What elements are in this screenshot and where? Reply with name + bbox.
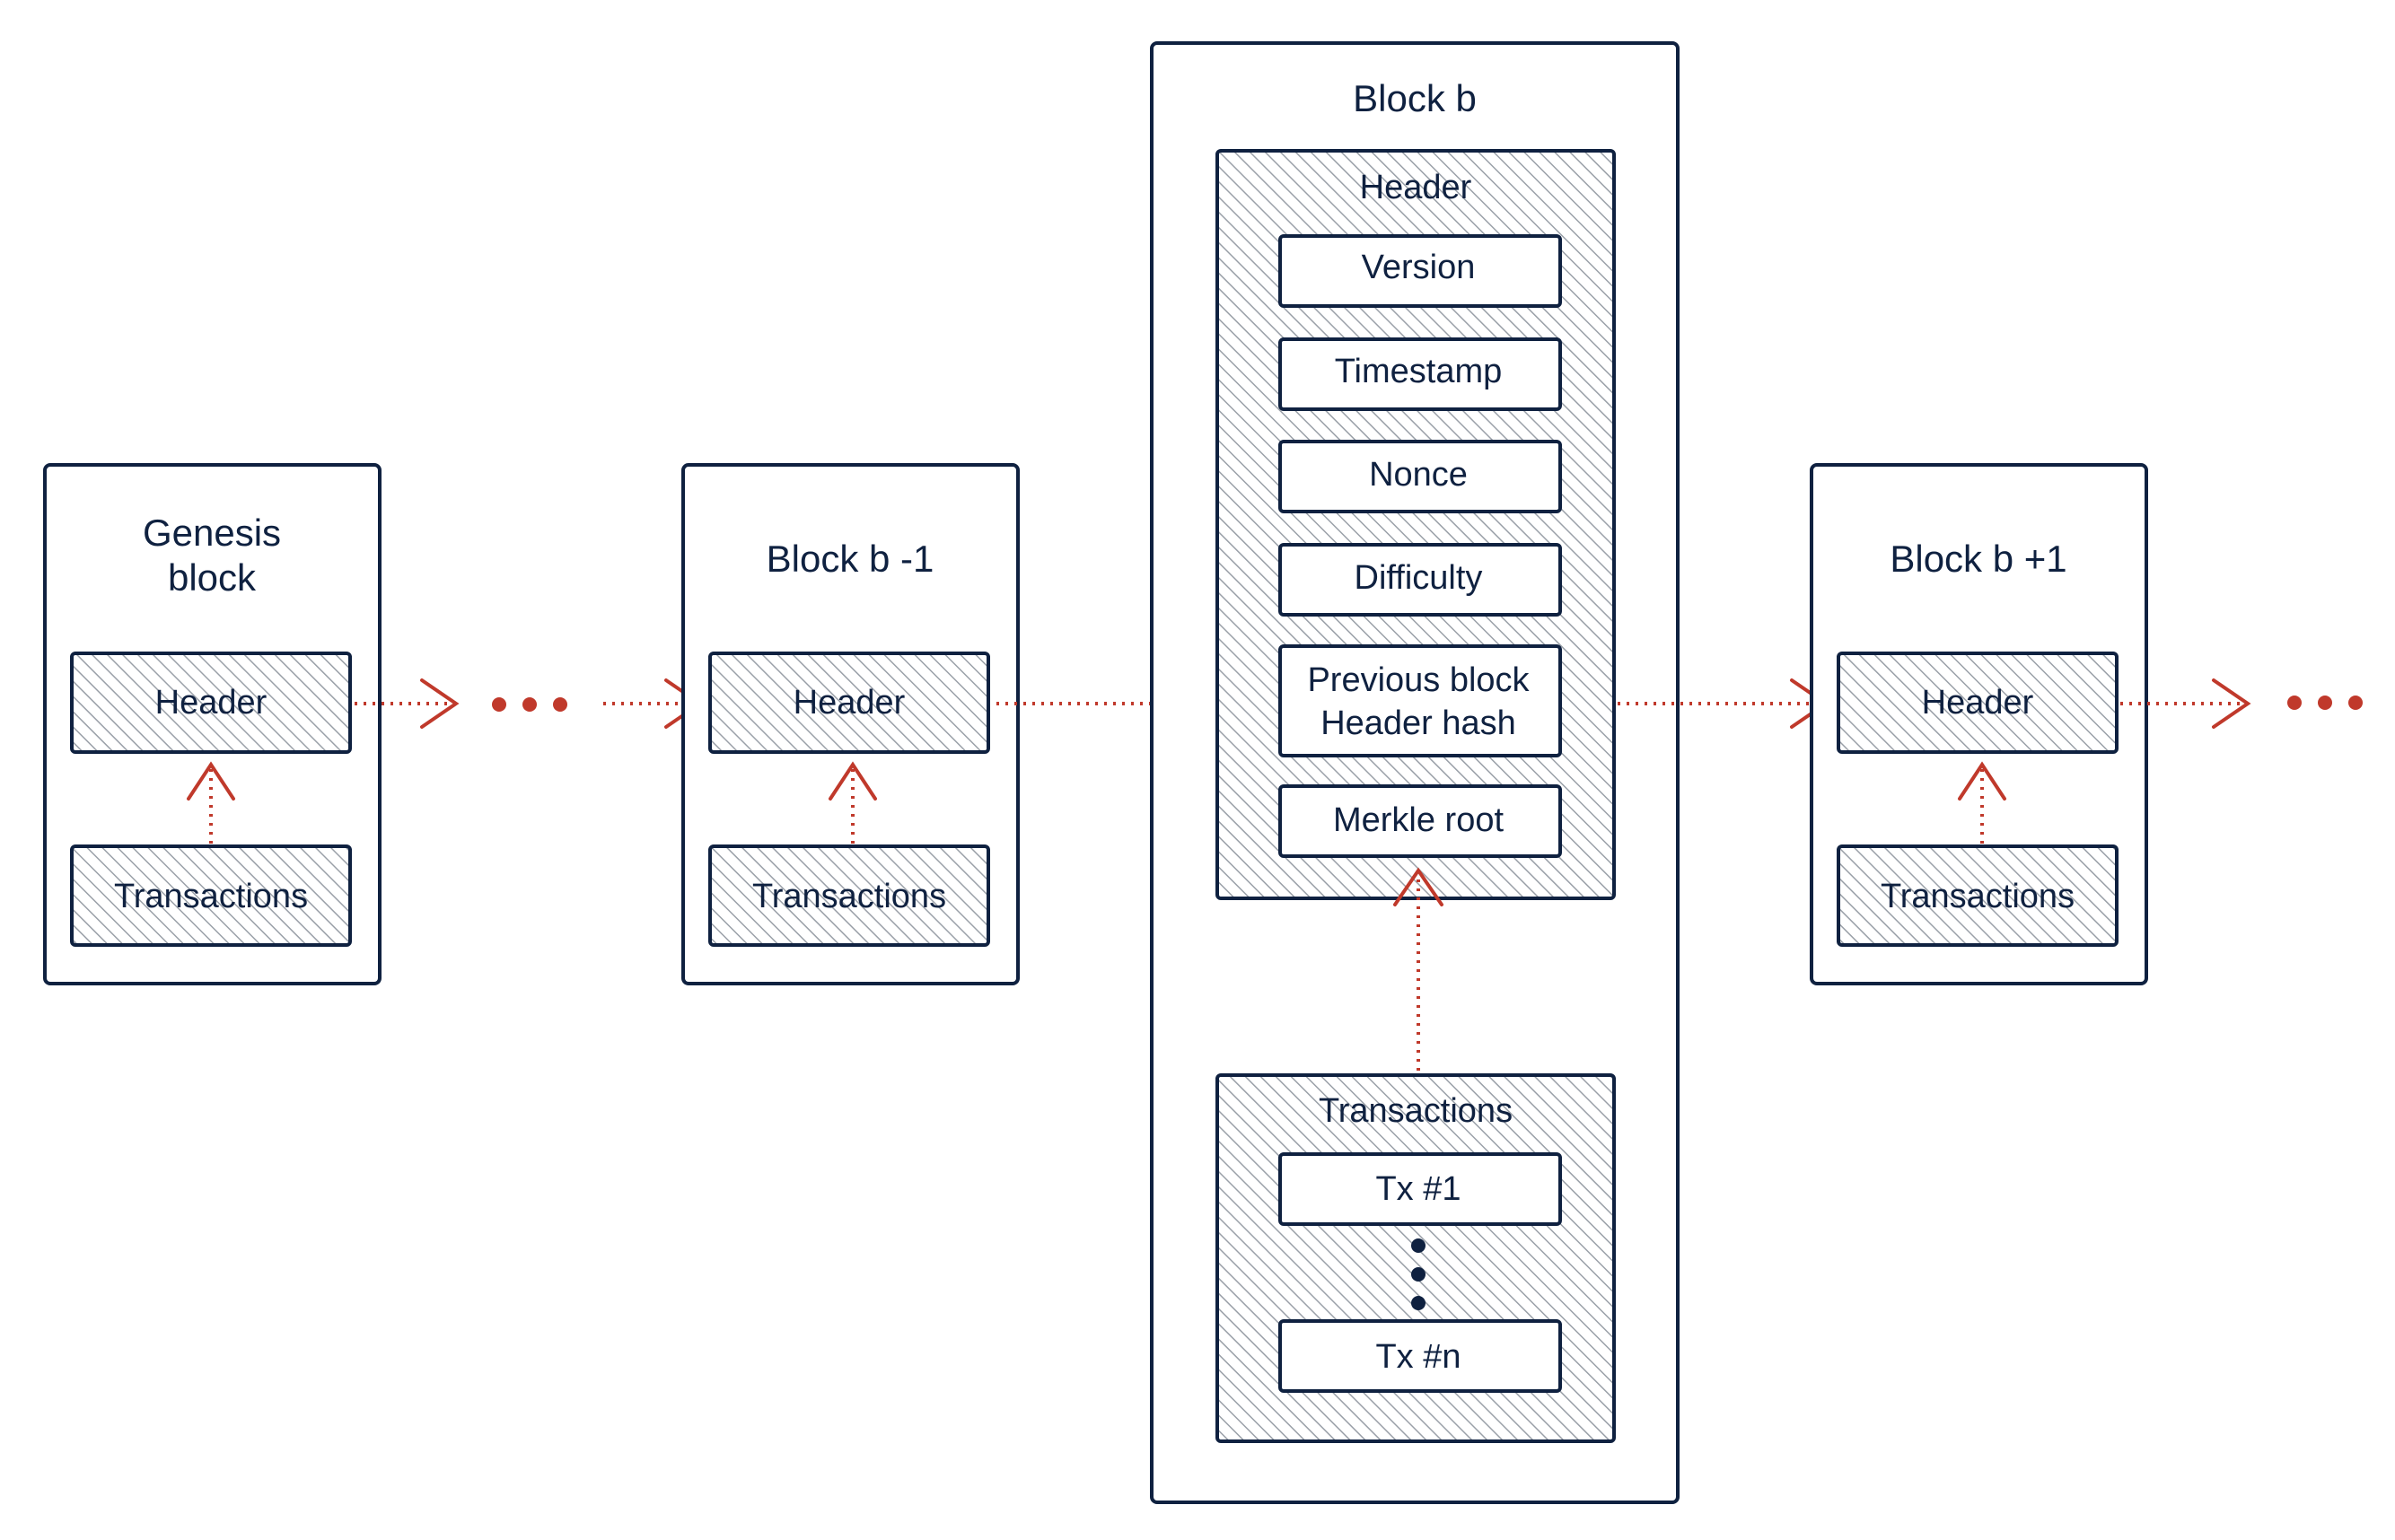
block-prev: Block b -1 Header Transactions	[681, 463, 1020, 985]
block-current-title: Block b	[1353, 77, 1477, 119]
field-prev-hash-label-line1: Previous block	[1307, 661, 1530, 699]
genesis-block: Genesis block Header Transactions	[43, 463, 382, 985]
chain-arrow-genesis-to-ellipsis	[355, 678, 460, 729]
genesis-header-label: Header	[155, 684, 268, 722]
block-current-header-title: Header	[1360, 169, 1472, 206]
field-nonce-label: Nonce	[1369, 456, 1468, 494]
field-version-label: Version	[1362, 249, 1476, 286]
genesis-block-title-line2: block	[168, 556, 257, 599]
block-next-transactions-box	[1837, 844, 2119, 947]
field-prev-hash-label-line2: Header hash	[1320, 704, 1516, 742]
block-next-header-box	[1837, 652, 2119, 754]
field-difficulty-label: Difficulty	[1355, 559, 1483, 597]
field-version	[1278, 234, 1562, 308]
field-prev-hash	[1278, 644, 1562, 757]
block-next-transactions-label: Transactions	[1881, 878, 2075, 915]
tx-last-label: Tx #n	[1375, 1338, 1461, 1376]
block-prev-tx-to-header-arrow	[829, 761, 877, 844]
block-next-title: Block b +1	[1890, 538, 2066, 580]
tx-last	[1278, 1319, 1562, 1393]
tx-first-label: Tx #1	[1375, 1170, 1461, 1208]
block-next-tx-to-header-arrow	[1958, 761, 2006, 844]
genesis-block-title-line1: Genesis	[143, 512, 281, 554]
field-timestamp	[1278, 337, 1562, 411]
field-nonce	[1278, 440, 1562, 513]
block-prev-header-label: Header	[794, 684, 906, 722]
genesis-header-box	[70, 652, 352, 754]
block-prev-transactions-box	[708, 844, 990, 947]
block-prev-transactions-label: Transactions	[752, 878, 946, 915]
tx-vertical-ellipsis	[1411, 1238, 1426, 1310]
block-next: Block b +1 Header Transactions	[1810, 463, 2148, 985]
ellipsis-dots-right	[2287, 696, 2363, 710]
ellipsis-dots-left	[492, 697, 567, 712]
genesis-transactions-box	[70, 844, 352, 947]
chain-arrow-next-to-ellipsis	[2120, 678, 2251, 729]
block-prev-title: Block b -1	[767, 538, 934, 580]
genesis-tx-to-header-arrow	[187, 761, 235, 844]
field-difficulty	[1278, 543, 1562, 617]
block-prev-header-box	[708, 652, 990, 754]
field-merkle-root-label: Merkle root	[1333, 801, 1504, 839]
block-next-header-label: Header	[1922, 684, 2034, 722]
genesis-transactions-label: Transactions	[114, 878, 308, 915]
field-timestamp-label: Timestamp	[1335, 353, 1503, 390]
field-merkle-root	[1278, 784, 1562, 858]
block-current-transactions-title: Transactions	[1319, 1092, 1513, 1130]
transactions-to-merkle-arrow	[1393, 867, 1443, 1071]
block-current: Block b Header Version Timestamp Nonce D…	[1150, 41, 1680, 1504]
tx-first	[1278, 1152, 1562, 1226]
